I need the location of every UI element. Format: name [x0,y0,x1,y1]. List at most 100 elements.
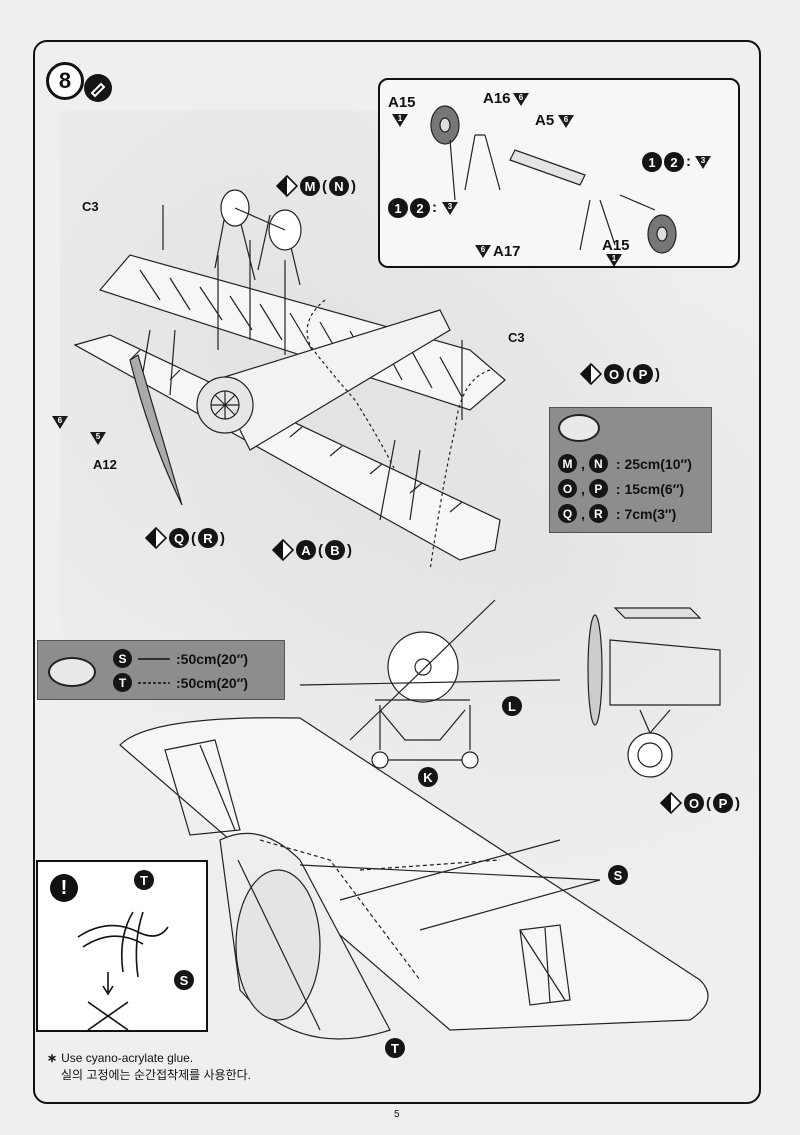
knot-detail-box: ! T S [36,860,208,1032]
sprue-number: 1 [611,254,617,263]
thread-length: :50cm(20″) [176,650,249,667]
sprue-number: 3 [447,202,453,211]
callout-q-r: Q ( R ) [145,527,225,549]
sprue-marker-6-a5: 6 [558,115,574,128]
sprue-marker-6-a16: 6 [513,93,529,106]
legend-row-o-p: O , P : 15cm(6″) [558,479,684,498]
part-label-a12: A12 [93,457,117,472]
rigging-letter-p: P [713,793,733,813]
marker-l: L [502,696,522,716]
knot-diagram [77,911,169,1031]
paren-open: ( [318,541,323,559]
legend-letter: P [588,479,608,498]
legend-sep: , [581,455,585,472]
legend-letter: Q [558,504,577,523]
step-number: 8 [46,62,84,100]
thread-spool-icon [558,414,600,442]
legend-letter: R [588,504,608,523]
solid-line-icon [138,657,170,660]
dashed-line-icon [138,681,170,684]
sprue-marker-6-propeller: 6 [52,416,68,429]
rigging-letter-a: A [296,540,316,560]
sprue-marker-6-a17: 6 [475,245,491,258]
callout-o-p-front: O ( P ) [660,792,740,814]
note-korean: 실의 고정에는 순간접착제를 사용한다. [61,1068,251,1082]
sprue-number: 6 [57,416,63,425]
rigging-letter-q: Q [169,528,189,548]
paren-close: ) [351,177,356,195]
sprue-marker-1-bottom: 1 [606,254,622,267]
thread-length-legend: M , N : 25cm(10″) O , P : 15cm(6″) Q , R… [549,407,712,533]
part-label-c3-right: C3 [508,330,525,345]
thread-letter-s: S [113,649,132,668]
wheel-assembly-inset: A15 1 A16 6 A5 6 1 2 : 3 1 2 : 3 6 A17 A… [378,78,740,268]
wheel-assembly-drawing [430,105,677,254]
callout-o-p: O ( P ) [580,363,660,385]
sprue-marker-3-right: 3 [695,156,711,169]
rigging-diamond-icon [145,527,167,549]
paren-close: ) [735,794,740,812]
legend-sep: , [581,505,585,522]
paren-close: ) [220,529,225,547]
warning-icon: ! [50,874,78,902]
rigging-thread-legend: S :50cm(20″) T :50cm(20″) [37,640,285,700]
part-label-a16: A16 [483,90,511,107]
sprue-number: 5 [95,432,101,441]
ratio-separator: : [686,153,691,170]
glue-point-2-right: 2 [664,152,684,172]
part-label-c3-left: C3 [82,199,99,214]
legend-row-q-r: Q , R : 7cm(3″) [558,504,676,523]
sprue-marker-3-left: 3 [442,202,458,215]
instruction-frame [33,40,761,1104]
marker-t: T [385,1038,405,1058]
sprue-number: 6 [518,93,524,102]
rigging-diamond-icon [580,363,602,385]
rigging-letter-o: O [684,793,704,813]
sprue-marker-1-top: 1 [392,114,408,127]
paren-open: ( [626,365,631,383]
sprue-number: 3 [700,156,706,165]
rigging-letter-r: R [198,528,218,548]
paren-open: ( [322,177,327,195]
part-label-a15-top: A15 [388,94,416,111]
rigging-diamond-icon [272,539,294,561]
thread-letter-t: T [113,673,132,692]
glue-note: ∗Use cyano-acrylate glue. 실의 고정에는 순간접착제를… [47,1050,251,1084]
thread-spool-icon [48,657,96,687]
legend-letter: N [588,454,608,473]
sprue-number: 6 [563,115,569,124]
part-label-a15-bottom: A15 [602,237,630,254]
legend-letter: O [558,479,577,498]
note-asterisk: ∗ [47,1051,58,1065]
part-label-a5: A5 [535,112,555,129]
legend-sep: , [581,480,585,497]
paren-open: ( [191,529,196,547]
marker-k: K [418,767,438,787]
sprue-number: 6 [480,245,486,254]
legend-length: : 25cm(10″) [615,455,692,472]
legend-letter: M [558,454,577,473]
rigging-letter-o: O [604,364,624,384]
rigging-letter-b: B [325,540,345,560]
paren-open: ( [706,794,711,812]
rigging-letter-p: P [633,364,653,384]
note-english: Use cyano-acrylate glue. [61,1051,194,1065]
thread-row-t: T :50cm(20″) [113,673,248,692]
glue-icon [84,74,112,102]
glue-point-1-right: 1 [642,152,662,172]
rigging-diamond-icon [660,792,682,814]
marker-t-detail: T [134,870,154,890]
glue-point-1-left: 1 [388,198,408,218]
paren-close: ) [347,541,352,559]
rigging-letter-n: N [329,176,349,196]
marker-s-detail: S [174,970,194,990]
ratio-separator: : [432,199,437,216]
sprue-number: 1 [397,114,403,123]
glue-point-2-left: 2 [410,198,430,218]
legend-length: : 7cm(3″) [615,505,677,522]
page-number: 5 [394,1109,400,1120]
part-label-a17: A17 [493,243,521,260]
legend-length: : 15cm(6″) [615,480,685,497]
rigging-letter-m: M [300,176,320,196]
